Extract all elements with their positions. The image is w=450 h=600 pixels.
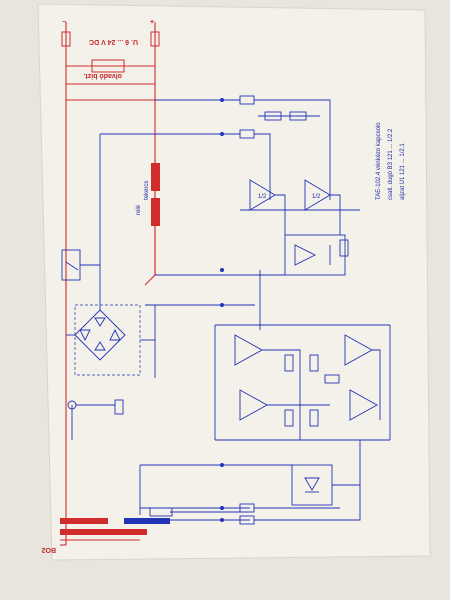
opamp-u1b: [304, 179, 331, 211]
relay-contact: [67, 399, 124, 440]
opamp-u2b: [239, 389, 268, 421]
relay-label-2: tekercs: [144, 181, 150, 200]
note-line-3: aljzat U1 121 ... 1/2.1: [400, 143, 406, 200]
relay-label-1: relé: [136, 204, 142, 215]
paper-sheet: [37, 3, 431, 561]
relay-coil-upper: [151, 163, 160, 191]
opamp-u3a: [344, 334, 373, 366]
relay-switch: [61, 249, 100, 281]
opamp-u2a: [234, 334, 263, 366]
fuse-label: olvadó bizt.: [83, 72, 122, 79]
bridge-rectifier-main: [66, 304, 155, 376]
red-bar-3: [112, 529, 147, 535]
red-bar-2: [60, 529, 112, 535]
opamp-u1a: [249, 179, 276, 211]
terminal-minus-label: −: [62, 19, 66, 26]
power-wiring: [60, 22, 160, 546]
connector-block: [124, 507, 250, 524]
bottom-label: BO2: [42, 546, 57, 553]
relay-coil-lower: [151, 198, 160, 226]
opamp-u3b: [349, 389, 378, 421]
note-line-2: csatl. dugó B3 121 ... 1/2.2: [388, 128, 394, 200]
terminal-plus-label: +: [150, 19, 154, 26]
opamp-1-label: 1/2: [258, 194, 267, 200]
supply-label: U. 6 ... 24 V DC: [89, 38, 138, 45]
blue-circuit: 1/2 1/2: [99, 95, 391, 525]
red-bar-1: [60, 518, 108, 524]
opamp-2-label: 1/2: [312, 194, 321, 200]
note-line-1: TAE-102.4 vénkézo kapcsolo: [376, 122, 382, 200]
fuse: [91, 59, 125, 73]
supply-terminals: − +: [61, 19, 160, 47]
